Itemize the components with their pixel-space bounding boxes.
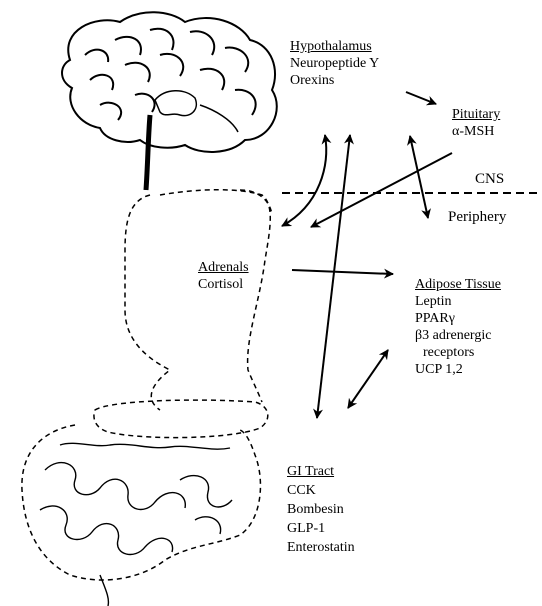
hypothalamus-label: Hypothalamus Neuropeptide Y Orexins: [290, 38, 379, 89]
pituitary-label: Pituitary α-MSH: [452, 106, 500, 140]
arrow-hypothalamus-adrenals: [282, 135, 326, 226]
adipose-title: Adipose Tissue: [415, 276, 501, 293]
cns-label: CNS: [475, 171, 504, 188]
arrow-adrenals-to-adipose: [292, 270, 393, 274]
gi-tract-item: Enterostatin: [287, 538, 355, 557]
adrenals-item: Cortisol: [198, 276, 249, 293]
hypothalamus-title: Hypothalamus: [290, 38, 379, 55]
gi-tract-item: Bombesin: [287, 500, 355, 519]
adipose-item: PPARγ: [415, 310, 501, 327]
brain-illustration: [62, 12, 277, 190]
gi-tract-illustration: [22, 190, 272, 580]
adipose-item: UCP 1,2: [415, 361, 501, 378]
gi-tract-item: CCK: [287, 481, 355, 500]
adrenals-label: Adrenals Cortisol: [198, 259, 249, 293]
hypothalamus-item: Neuropeptide Y: [290, 55, 379, 72]
arrow-adipose-gi-tract: [348, 350, 388, 408]
intestine-loops: [40, 443, 232, 606]
hypothalamus-item: Orexins: [290, 72, 379, 89]
gi-tract-item: GLP-1: [287, 519, 355, 538]
adrenals-title: Adrenals: [198, 259, 249, 276]
arrow-hypothalamus-periphery: [410, 136, 428, 218]
gi-tract-title: GI Tract: [287, 462, 355, 481]
pituitary-item: α-MSH: [452, 123, 500, 140]
adipose-item: β3 adrenergic: [415, 327, 501, 344]
arrow-pituitary-to-adrenals: [311, 153, 452, 227]
adipose-item: receptors: [415, 344, 501, 361]
gi-tract-label: GI Tract CCK Bombesin GLP-1 Enterostatin: [287, 462, 355, 557]
periphery-label: Periphery: [448, 209, 506, 226]
adipose-item: Leptin: [415, 293, 501, 310]
arrow-hypothalamus-to-pituitary: [406, 92, 436, 104]
adipose-tissue-label: Adipose Tissue Leptin PPARγ β3 adrenergi…: [415, 276, 501, 378]
pituitary-title: Pituitary: [452, 106, 500, 123]
